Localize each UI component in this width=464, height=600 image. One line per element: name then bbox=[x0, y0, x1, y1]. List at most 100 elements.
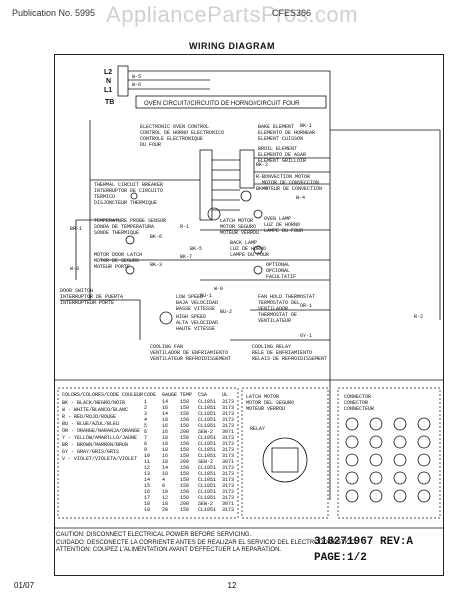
legend-entry: W - WHITE/BLANCO/BLANC bbox=[62, 407, 128, 413]
connector-pin bbox=[369, 471, 383, 485]
wire-table-cell: 3173 bbox=[222, 477, 234, 483]
wire-table-cell: 8 bbox=[144, 441, 147, 447]
wire-table-cell: 150 bbox=[180, 417, 189, 423]
wire-code-label: GY-1 bbox=[300, 333, 312, 339]
wire-table-cell: 150 bbox=[180, 405, 189, 411]
wire-table-cell: 3173 bbox=[222, 471, 234, 477]
legend-entry: Y - YELLOW/AMARILLO/JAUNE bbox=[62, 435, 137, 441]
wire-code-label: BK-3 bbox=[150, 262, 162, 268]
wire-table-cell: 150 bbox=[180, 489, 189, 495]
wire-table-cell: 3173 bbox=[222, 483, 234, 489]
terminal-tb: TB bbox=[105, 99, 114, 106]
connector-pin bbox=[417, 417, 431, 431]
connector-pin bbox=[393, 453, 407, 467]
connector-pin bbox=[345, 453, 359, 467]
legend-box bbox=[57, 387, 239, 519]
legend-entry: GY - GRAY/GRIS/GRIS bbox=[62, 449, 119, 455]
wire-code-label: R-2 bbox=[414, 314, 423, 320]
wire-table-cell: 14 bbox=[162, 411, 168, 417]
convection-label: CONVECTION MOTOR MOTOR DE CONVECCION MOT… bbox=[262, 174, 322, 192]
wire-table-header: GAUGE bbox=[162, 392, 177, 398]
wire-table-cell: 200 bbox=[180, 459, 189, 465]
wire-code-label: BU-1 bbox=[200, 293, 212, 299]
connector-pin bbox=[393, 435, 407, 449]
wire-table-cell: CL1051 bbox=[198, 423, 216, 429]
connector-pin bbox=[417, 435, 431, 449]
part-number: 318271967 REV:A bbox=[314, 536, 414, 548]
wire-table-cell: 9 bbox=[144, 447, 147, 453]
wire-table-cell: CL1051 bbox=[198, 483, 216, 489]
wire-table-cell: 4 bbox=[144, 417, 147, 423]
wire-table-cell: CL1051 bbox=[198, 399, 216, 405]
wire-table-cell: 3173 bbox=[222, 447, 234, 453]
wire-code-label: R-3 bbox=[256, 174, 265, 180]
wire-table-cell: 150 bbox=[180, 441, 189, 447]
connector-pin bbox=[369, 417, 383, 431]
latch-detail-label: LATCH MOTOR MOTOR DEL SEGURO MOTEUR VERR… bbox=[246, 394, 297, 412]
oven-circuit-box bbox=[135, 95, 327, 109]
wire-table-cell: 200 bbox=[180, 501, 189, 507]
wire-code-label: BR-1 bbox=[70, 226, 82, 232]
wire-table-header: UL bbox=[222, 392, 228, 398]
wire-table-cell: CL1051 bbox=[198, 507, 216, 513]
wire-code-label: W-5 bbox=[132, 74, 141, 80]
wire-table-cell: 16 bbox=[162, 423, 168, 429]
wire-table-cell: CL1051 bbox=[198, 417, 216, 423]
wire-code-label: BK-5 bbox=[190, 246, 202, 252]
bake-label: BAKE ELEMENT ELEMENTO DE HORNEAR ELEMENT… bbox=[258, 124, 318, 142]
wire-table-cell: 150 bbox=[180, 483, 189, 489]
wire-table-cell: 3173 bbox=[222, 507, 234, 513]
sensor-label: TEMPERATURE PROBE SENSOR SONDA DE TEMPER… bbox=[94, 218, 169, 236]
wire-table-cell: CL1051 bbox=[198, 441, 216, 447]
wire-table-cell: 7 bbox=[144, 435, 147, 441]
wire-table-cell: SEW-2 bbox=[198, 459, 213, 465]
back-lamp-label: BACK LAMP LUZ DE HORNO LAMPE DU FOUR bbox=[230, 240, 269, 258]
footer-date: 01/07 bbox=[14, 581, 35, 590]
oven-circuit-label: OVEN CIRCUIT//CIRCUITO DE HORNO//CIRCUIT… bbox=[144, 101, 300, 107]
wire-table-cell: 14 bbox=[162, 465, 168, 471]
connector-grid bbox=[345, 417, 431, 503]
fan-motor-symbol bbox=[159, 311, 173, 325]
wire-table-cell: 18 bbox=[162, 417, 168, 423]
connector-pin bbox=[369, 435, 383, 449]
connector-pin bbox=[393, 417, 407, 431]
latch-motor-symbol bbox=[207, 207, 221, 221]
wire-table-cell: 150 bbox=[180, 465, 189, 471]
terminal-block bbox=[117, 65, 129, 97]
relay-block bbox=[239, 149, 255, 189]
oven-lamp-symbol bbox=[253, 209, 263, 219]
wire-table-cell: 3173 bbox=[222, 411, 234, 417]
wire-table-cell: 18 bbox=[162, 501, 168, 507]
wire-code-label: BK-6 bbox=[150, 234, 162, 240]
terminal-n: N bbox=[106, 78, 111, 85]
wire-table-cell: CL1051 bbox=[198, 495, 216, 501]
oven-lamp-label: OVEN LAMP LUZ DE HORNO LAMPE DU FOUR bbox=[264, 216, 303, 234]
legend-entry: V - VIOLET/VIOLETA/VIOLET bbox=[62, 456, 137, 462]
wire-table-cell: 5 bbox=[144, 423, 147, 429]
wire-table-cell: 3173 bbox=[222, 405, 234, 411]
broil-label: BROIL ELEMENT ELEMENTO DE ASAR ELEMENT G… bbox=[258, 146, 309, 164]
caution-block: CAUTION: DISCONNECT ELECTRICAL POWER BEF… bbox=[56, 532, 357, 555]
wire-table-cell: 3173 bbox=[222, 441, 234, 447]
wire-table-cell: 8 bbox=[162, 483, 165, 489]
wire-table-cell: 1 bbox=[144, 399, 147, 405]
door-latch-label: MOTOR DOOR LATCH MOTOR DE SEGURO MOTEUR … bbox=[94, 252, 145, 270]
wire-table-cell: 18 bbox=[144, 501, 150, 507]
wire-table-cell: 12 bbox=[162, 495, 168, 501]
wire-table-cell: 14 bbox=[144, 477, 150, 483]
wire-table-cell: 150 bbox=[180, 471, 189, 477]
wire-table-cell: 200 bbox=[180, 429, 189, 435]
wire-code-label: W-8 bbox=[214, 286, 223, 292]
cooling-fan-label: COOLING FAN VENTILADOR DE ENFRIAMIENTO V… bbox=[150, 344, 231, 362]
wire-table-cell: 19 bbox=[144, 507, 150, 513]
wire-table-cell: 3173 bbox=[222, 453, 234, 459]
fan-high-label: HIGH SPEED ALTA VELOCIDAD HAUTE VITESSE bbox=[176, 314, 221, 332]
watermark: AppliancePartsPros.com bbox=[106, 2, 358, 27]
wire-table-cell: SEW-2 bbox=[198, 429, 213, 435]
connector-pin bbox=[417, 489, 431, 503]
optional-label: OPTIONAL OPCIONAL FACULTATIF bbox=[266, 262, 296, 280]
caution-fr: ATTENTION: COUPEZ L'ALIMENTATION AVANT D… bbox=[56, 547, 282, 553]
wire-table-cell: 17 bbox=[144, 495, 150, 501]
wire-table-cell: 12 bbox=[144, 465, 150, 471]
